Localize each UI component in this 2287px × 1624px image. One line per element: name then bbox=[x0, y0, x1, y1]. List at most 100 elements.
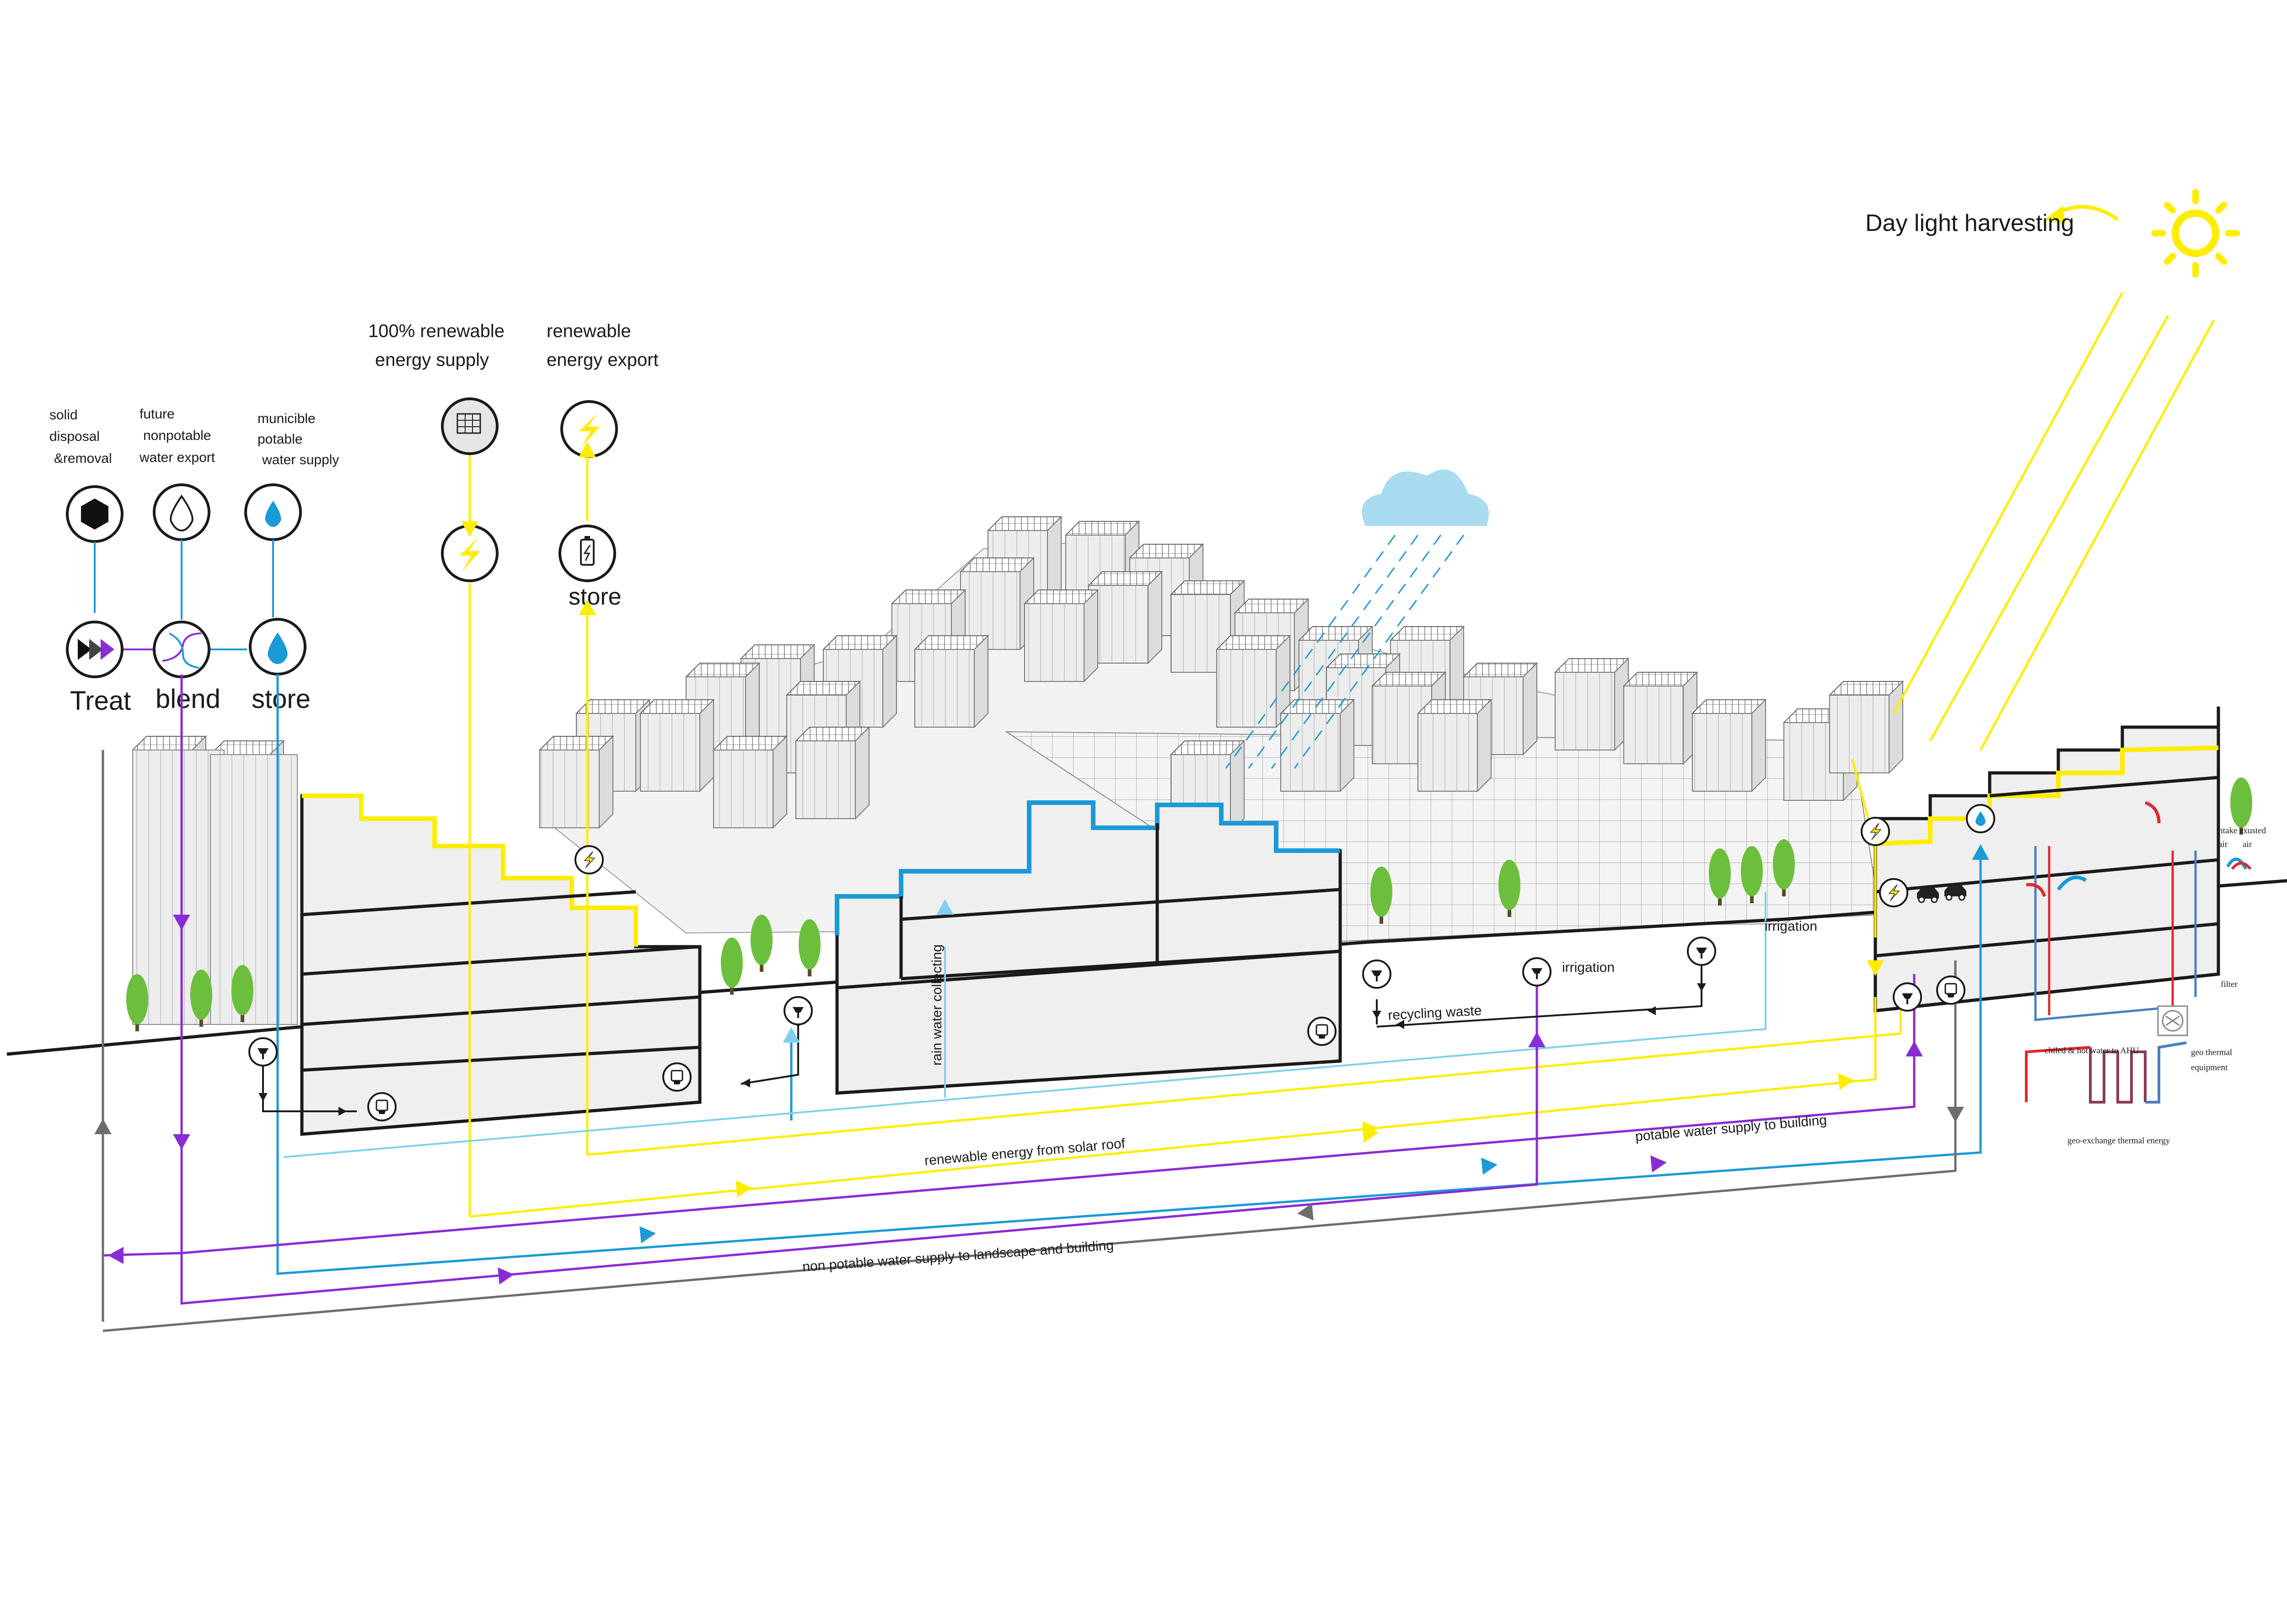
flow-arrow bbox=[579, 442, 596, 457]
flow-arrow bbox=[1650, 1155, 1667, 1173]
terrace-block bbox=[639, 698, 715, 793]
blend-label: blend bbox=[156, 684, 220, 714]
intake-label-2: air bbox=[2218, 840, 2228, 849]
municible-label-3: water supply bbox=[262, 452, 339, 467]
terrace-block bbox=[1215, 634, 1291, 729]
flow-arrow bbox=[173, 1134, 190, 1150]
terrace-block bbox=[1087, 570, 1163, 665]
sink-icon bbox=[1893, 982, 1922, 1012]
terrace-block bbox=[1417, 698, 1492, 793]
tree-icon bbox=[799, 919, 821, 976]
renewable-export-label-2: energy export bbox=[547, 350, 659, 370]
flow-arrows bbox=[94, 442, 1989, 1285]
flow-arrow bbox=[498, 1267, 514, 1285]
tree-icon bbox=[231, 965, 253, 1022]
flow-arrow bbox=[338, 1107, 347, 1116]
tree-icon bbox=[1773, 839, 1795, 896]
terrace-block bbox=[1828, 680, 1904, 774]
tree-icon bbox=[1498, 860, 1520, 917]
section-left bbox=[300, 793, 702, 1136]
sun-icon bbox=[2151, 189, 2240, 278]
flow-arrow bbox=[735, 1180, 752, 1198]
flow-arrow bbox=[1481, 1158, 1498, 1175]
rain-water-label: rain water collecting bbox=[929, 944, 945, 1066]
sink-icon bbox=[1522, 957, 1552, 986]
future-label-2: nonpotable bbox=[143, 428, 211, 443]
flow-arrow bbox=[783, 1027, 800, 1043]
sink-icon bbox=[784, 996, 813, 1025]
tree-icon bbox=[190, 970, 212, 1027]
lightning-icon bbox=[1879, 878, 1908, 907]
sink-icon bbox=[1687, 937, 1716, 966]
energy-icons bbox=[441, 397, 618, 582]
daylight-arrow bbox=[2045, 205, 2119, 224]
geo-equipment-label-2: equipment bbox=[2191, 1063, 2228, 1072]
tree-icon bbox=[751, 915, 773, 972]
terrace-block bbox=[913, 634, 989, 729]
terrace-block bbox=[1554, 657, 1630, 751]
renewable-export-label-1: renewable bbox=[547, 321, 631, 341]
left-tower bbox=[132, 750, 298, 1025]
renewable-roof-label: renewable energy from solar roof bbox=[924, 1136, 1126, 1168]
flow-arrow bbox=[1372, 1011, 1381, 1019]
flow-nonpotable bbox=[102, 675, 1916, 1305]
filter-label: filter bbox=[2221, 980, 2238, 989]
geo-equipment-label-1: geo thermal bbox=[2191, 1048, 2232, 1057]
cloud-icon bbox=[1362, 469, 1489, 526]
flow-arrow bbox=[461, 521, 478, 537]
future-label-1: future bbox=[140, 407, 175, 422]
terrace-block bbox=[1691, 698, 1767, 793]
terrace-block bbox=[1023, 589, 1099, 683]
irrigation-label-2: irrigation bbox=[1765, 919, 1817, 934]
lightning-icon bbox=[574, 845, 604, 874]
trees bbox=[126, 777, 2252, 1031]
solid-label-3: &removal bbox=[54, 451, 112, 466]
tree-icon bbox=[1741, 846, 1763, 903]
geo-exchange-label: geo-exchange thermal energy bbox=[2067, 1136, 2170, 1146]
section-right bbox=[1874, 707, 2220, 1013]
renewable-supply-label-1: 100% renewable bbox=[368, 321, 505, 341]
terrace-block bbox=[795, 726, 870, 820]
flow-arrow bbox=[1906, 1041, 1923, 1056]
toilet-icon bbox=[1307, 1017, 1337, 1046]
flow-arrow bbox=[173, 915, 190, 930]
sun-rays bbox=[1892, 292, 2215, 751]
fixture-icons bbox=[248, 804, 1995, 1121]
chiled-label: chiled & hot water to AHU bbox=[2045, 1046, 2139, 1056]
intake-label-1: intake exusted bbox=[2216, 826, 2266, 836]
car-icon bbox=[1944, 885, 1966, 901]
drop-icon bbox=[1966, 804, 1995, 833]
intake-label-3: air bbox=[2243, 840, 2252, 849]
terrace-block bbox=[538, 735, 614, 829]
toilet-icon bbox=[662, 1062, 692, 1092]
flow-arrow bbox=[1947, 1107, 1964, 1122]
flow-arrow bbox=[1838, 1073, 1854, 1090]
flow-energy bbox=[468, 455, 1902, 1218]
flow-arrow bbox=[1396, 1020, 1404, 1029]
flow-arrow bbox=[1697, 983, 1706, 992]
water-top-icons bbox=[66, 483, 302, 543]
flow-arrow bbox=[1528, 1032, 1546, 1047]
terrace-block bbox=[1622, 671, 1698, 765]
store-energy-label: store bbox=[569, 584, 622, 610]
flow-arrow bbox=[1362, 1126, 1379, 1143]
tree-icon bbox=[1370, 867, 1392, 924]
store-water-label: store bbox=[252, 684, 311, 714]
solid-label-1: solid bbox=[49, 407, 78, 423]
flow-arrow bbox=[936, 899, 954, 915]
sink-icon bbox=[1362, 959, 1391, 989]
flow-arrow bbox=[639, 1226, 656, 1243]
rain-lines bbox=[1225, 535, 1465, 769]
flow-light bbox=[283, 892, 1766, 1158]
flow-arrow bbox=[94, 1119, 112, 1134]
flow-arrow bbox=[258, 1093, 268, 1101]
municible-label-1: municible bbox=[258, 411, 316, 426]
flow-arrow bbox=[742, 1078, 750, 1088]
tree-icon bbox=[721, 938, 743, 995]
flow-arrow bbox=[1297, 1203, 1314, 1221]
tree-icon bbox=[126, 974, 148, 1031]
terrace-block bbox=[712, 735, 788, 829]
toilet-icon bbox=[367, 1092, 397, 1121]
flow-waste bbox=[102, 750, 1957, 1332]
